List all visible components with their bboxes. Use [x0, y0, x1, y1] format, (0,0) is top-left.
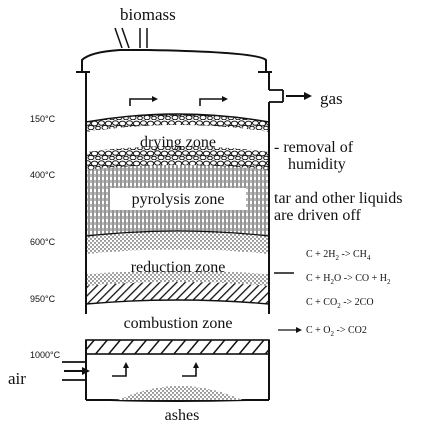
label-air: air [8, 369, 26, 388]
zone-label-reduction: reduction zone [131, 259, 226, 276]
label-ashes: ashes [165, 407, 200, 424]
temp-400: 400°C [30, 170, 56, 180]
label-biomass: biomass [120, 5, 176, 24]
gasifier-body [86, 114, 269, 334]
dotted-band-lower [86, 271, 269, 286]
grate [85, 339, 270, 355]
ash-heap [118, 386, 242, 400]
temp-950: 950°C [30, 294, 56, 304]
air-flow-arrowhead-1 [123, 362, 129, 368]
flow-arrowhead-1 [152, 96, 158, 102]
reduction-zone-area [86, 249, 269, 274]
combustion-zone-area [86, 304, 269, 334]
note-pyrolysis-2: are driven off [274, 207, 361, 224]
combustion-leader-arrowhead [296, 327, 302, 333]
gas-outlet-pipe [269, 89, 284, 103]
zone-label-pyrolysis: pyrolysis zone [132, 191, 225, 208]
temp-600: 600°C [30, 237, 56, 247]
note-drying-2: humidity [288, 156, 346, 173]
gasifier-hood [76, 49, 272, 96]
internal-flow-arrows [129, 98, 222, 106]
pebble-band-middle [86, 146, 269, 170]
feed-inlet [114, 27, 148, 49]
pyrolysis-label-bg [110, 188, 246, 210]
reactions-block: C + 2H2 -> CH4 C + H2O -> CO + H2 C + CO… [306, 249, 391, 338]
flow-arrowhead-2 [222, 96, 228, 102]
zone-label-drying: drying zone [140, 134, 216, 151]
dotted-band-upper [86, 231, 269, 254]
zone-label-combustion: combustion zone [124, 315, 233, 332]
label-gas: gas [320, 89, 343, 108]
gas-arrow [286, 92, 312, 100]
reaction-2: C + H2O -> CO + H2 [306, 273, 391, 286]
pebble-band-top [86, 114, 269, 132]
lower-chamber [85, 339, 270, 402]
reaction-3: C + CO2 -> 2CO [306, 297, 374, 310]
note-pyrolysis-1: tar and other liquids [274, 190, 402, 207]
hot-band [86, 282, 269, 304]
temp-1000: 1000°C [30, 350, 61, 360]
reaction-4: C + O2 -> CO2 [306, 325, 367, 338]
air-flow-arrows [112, 368, 197, 377]
drying-zone-area [86, 125, 269, 152]
air-inlet [62, 361, 86, 381]
note-drying-1: - removal of [274, 139, 354, 156]
air-arrow [64, 367, 90, 375]
temp-150: 150°C [30, 114, 56, 124]
air-flow-arrowhead-2 [193, 362, 199, 368]
reaction-1: C + 2H2 -> CH4 [306, 249, 371, 262]
